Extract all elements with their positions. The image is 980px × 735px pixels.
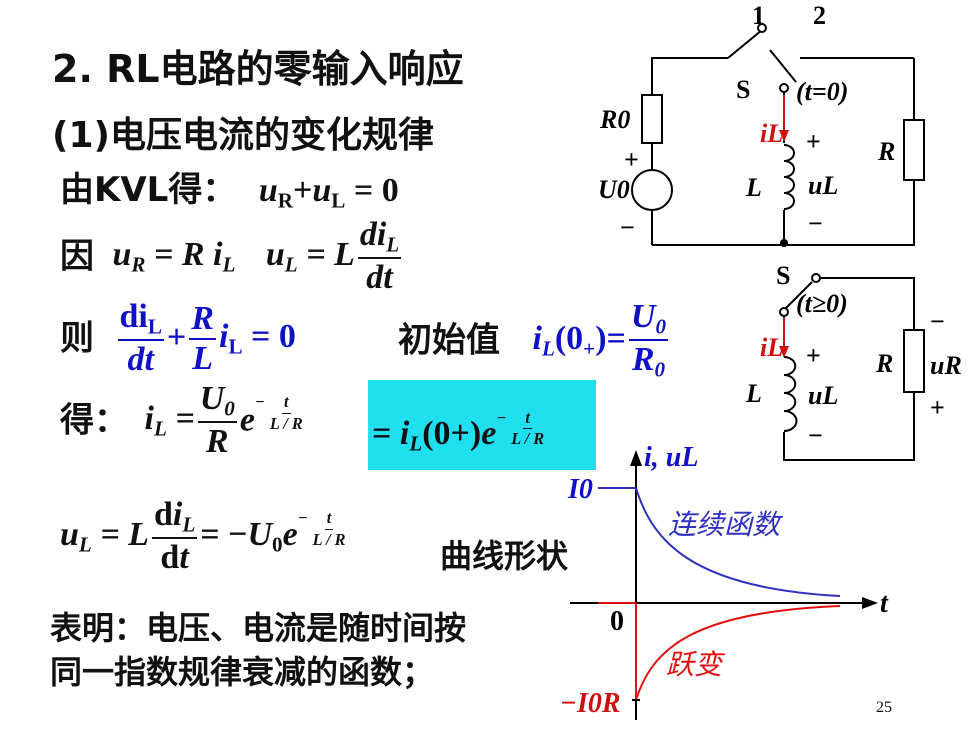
ul-label: uL (808, 171, 838, 200)
switch-label: S (736, 75, 750, 104)
slide-heading: 2. RL电路的零输入响应 (52, 47, 464, 91)
graph-y-label: i, uL (644, 442, 698, 473)
response-graph (570, 450, 878, 720)
u0-plus: + (624, 145, 639, 174)
ul-plus: + (806, 127, 821, 156)
curve-shape-label: 曲线形状 (440, 537, 569, 575)
switch2-time: (t≥0) (796, 289, 848, 318)
ur-label: uR (930, 351, 962, 380)
graph-x-label: t (880, 588, 889, 619)
r0-label: R0 (599, 105, 630, 134)
ul2-plus: + (806, 341, 821, 370)
ur-minus: − (930, 307, 945, 336)
switch2-label: S (776, 261, 790, 290)
circuit-1 (631, 23, 925, 246)
inductor-label: L (745, 173, 762, 202)
switch-pos-1: 1 (752, 1, 765, 30)
inductor2-label: L (745, 379, 762, 408)
switch-pos-2: 2 (813, 1, 826, 30)
u0-label: U0 (598, 175, 630, 204)
highlight-box (368, 380, 596, 470)
conclusion-line-1: 表明：电压、电流是随时间按 (50, 609, 467, 647)
conclusion-line-2: 同一指数规律衰减的函数； (50, 653, 435, 691)
page-number: 25 (876, 699, 892, 716)
il2-label: iL (760, 333, 783, 362)
ul2-minus: − (808, 421, 823, 450)
graph-neg-i0r: −I0R (560, 688, 621, 719)
slide-subheading: (1)电压电流的变化规律 (52, 115, 434, 156)
jump-label: 跃变 (666, 648, 726, 681)
ul-minus: − (808, 209, 823, 238)
ur-plus: + (930, 393, 945, 422)
r2-label: R (875, 349, 893, 378)
kvl-line: 由KVL得： uR+uL = 0 (60, 170, 399, 213)
graph-i0: I0 (567, 474, 593, 505)
switch-time: (t=0) (796, 77, 848, 106)
u0-minus: − (620, 213, 635, 242)
continuous-label: 连续函数 (668, 508, 784, 541)
graph-origin: 0 (610, 606, 624, 637)
circuit-2 (779, 273, 925, 461)
ul2-label: uL (808, 381, 838, 410)
r-label: R (877, 137, 895, 166)
il-label: iL (760, 119, 783, 148)
